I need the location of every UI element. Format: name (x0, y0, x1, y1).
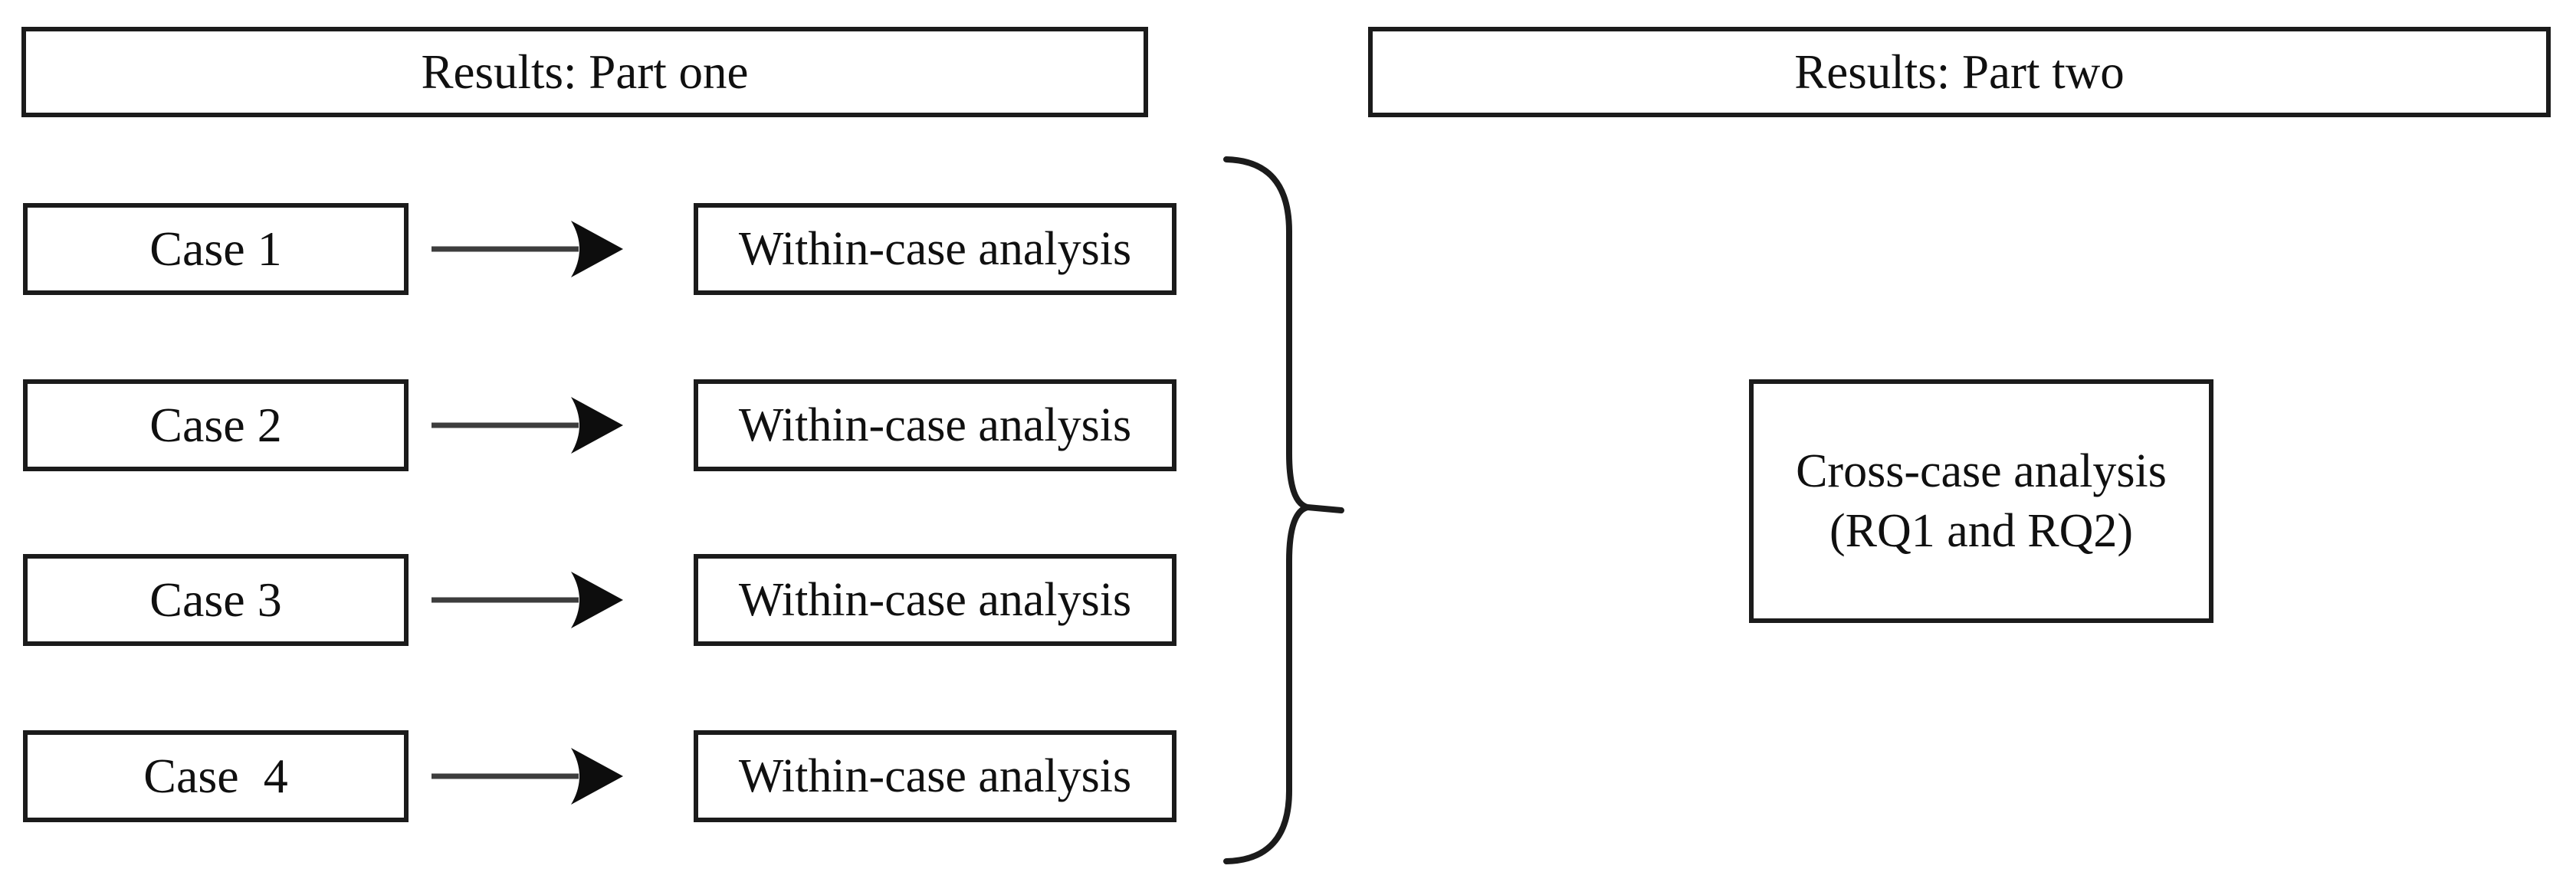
cross-case-analysis-line1: Cross-case analysis (1796, 444, 2167, 497)
within-case-analysis-2-label: Within-case analysis (738, 398, 1132, 451)
results-part-one-title: Results: Part one (421, 44, 749, 99)
case-2-label: Case 2 (149, 398, 282, 452)
cross-case-analysis-line2: (RQ1 and RQ2) (1829, 505, 2134, 557)
within-case-analysis-1-label: Within-case analysis (738, 222, 1132, 275)
case-1-box: Case 1 (23, 203, 409, 295)
arrow-right-icon (432, 221, 623, 277)
curly-brace-icon (1223, 156, 1344, 864)
case-2-box: Case 2 (23, 379, 409, 471)
arrow-right-icon (432, 397, 623, 454)
results-part-one-header: Results: Part one (21, 27, 1148, 117)
case-3-label: Case 3 (149, 572, 282, 627)
cross-case-analysis-box: Cross-case analysis (RQ1 and RQ2) (1749, 379, 2213, 623)
results-part-two-header: Results: Part two (1368, 27, 2551, 117)
case-1-label: Case 1 (149, 221, 282, 276)
case-4-box: Case 4 (23, 730, 409, 822)
within-case-analysis-2-box: Within-case analysis (694, 379, 1176, 471)
within-case-analysis-3-label: Within-case analysis (738, 573, 1132, 626)
within-case-analysis-3-box: Within-case analysis (694, 554, 1176, 646)
arrow-right-icon (432, 748, 623, 805)
results-part-two-title: Results: Part two (1794, 44, 2125, 99)
within-case-analysis-4-label: Within-case analysis (738, 749, 1132, 802)
case-3-box: Case 3 (23, 554, 409, 646)
case-4-label: Case 4 (143, 749, 288, 803)
within-case-analysis-1-box: Within-case analysis (694, 203, 1176, 295)
arrow-right-icon (432, 572, 623, 628)
within-case-analysis-4-box: Within-case analysis (694, 730, 1176, 822)
